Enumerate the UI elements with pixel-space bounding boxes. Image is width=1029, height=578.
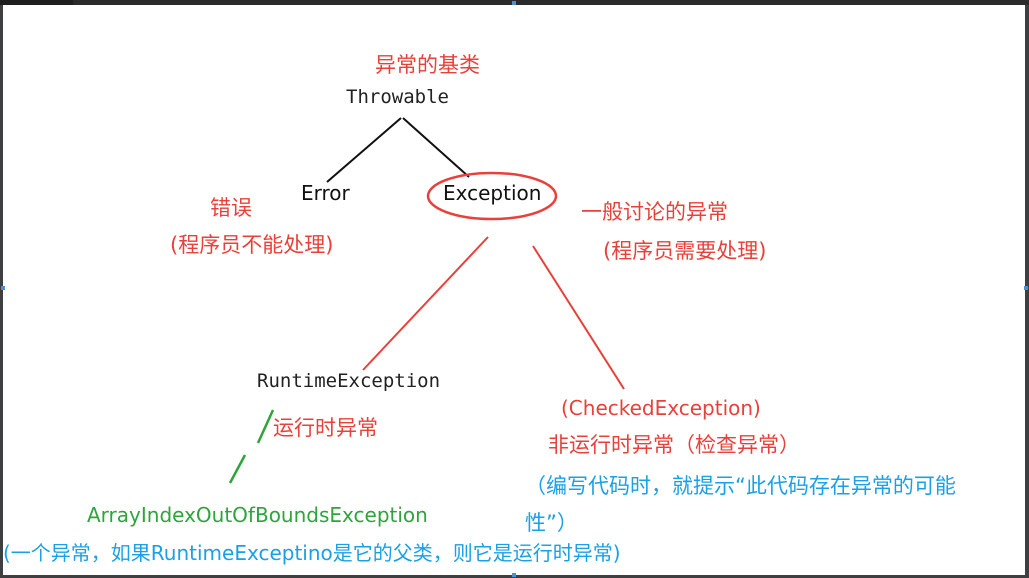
- runtime-exception-note: 运行时异常: [273, 416, 378, 440]
- error-note: 错误: [210, 196, 252, 220]
- edge-exception-checked: [532, 245, 625, 390]
- throwable-node: Throwable: [346, 86, 449, 108]
- checked-exception-node: (CheckedException): [561, 396, 761, 420]
- selection-handle-right[interactable]: [1024, 286, 1028, 290]
- exception-node: Exception: [443, 181, 542, 205]
- error-node: Error: [301, 181, 350, 205]
- array-index-exception-note: (一个异常，如果RuntimeExceptino是它的父类，则它是运行时异常): [3, 541, 621, 565]
- edge-runtime-array-dashed-lower: [228, 454, 247, 484]
- edge-runtime-array-dashed-upper: [256, 409, 275, 444]
- throwable-note: 异常的基类: [375, 53, 480, 77]
- edge-throwable-exception: [402, 117, 470, 178]
- exception-note: 一般讨论的异常: [581, 200, 728, 224]
- connector-layer: [228, 117, 625, 484]
- selection-handle-top[interactable]: [512, 1, 516, 5]
- array-index-exception-node: ArrayIndexOutOfBoundsException: [87, 503, 428, 527]
- checked-exception-note: 非运行时异常（检查异常）: [548, 433, 800, 457]
- edge-throwable-error: [326, 117, 402, 183]
- error-note-detail: (程序员不能处理): [170, 233, 334, 257]
- selection-handle-left[interactable]: [1, 286, 5, 290]
- checked-exception-hint: （编写代码时，就提示“此代码存在异常的可能: [525, 474, 956, 498]
- diagram-canvas: 异常的基类 Throwable Error 错误 (程序员不能处理) Excep…: [3, 5, 1025, 575]
- exception-note-detail: (程序员需要处理): [603, 239, 767, 263]
- checked-exception-hint-cont: 性”）: [525, 511, 578, 535]
- runtime-exception-node: RuntimeException: [257, 370, 441, 392]
- window-tab: [0, 0, 73, 5]
- selection-handle-bottom[interactable]: [512, 573, 516, 577]
- exception-highlight-ellipse: [426, 171, 558, 221]
- edge-exception-runtime: [362, 236, 489, 371]
